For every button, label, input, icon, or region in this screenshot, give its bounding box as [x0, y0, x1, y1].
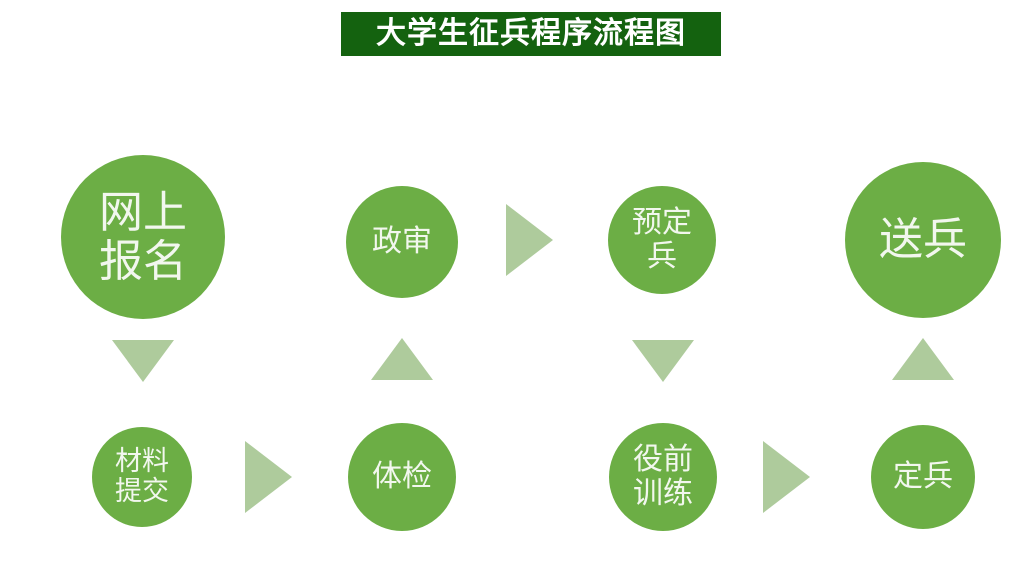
- node-soldier-selection[interactable]: 定兵: [871, 425, 975, 529]
- node-soldier-selection-label: 定兵: [893, 459, 953, 495]
- node-pre-service-training[interactable]: 役前 训练: [609, 423, 717, 531]
- node-send-off-label: 送兵: [879, 214, 967, 266]
- arrow-down-icon-registration-to-materials: [112, 340, 174, 382]
- arrow-right-icon-review-to-predesignated: [506, 204, 553, 276]
- arrow-up-icon-selection-to-sendoff: [892, 338, 954, 380]
- arrow-up-icon-exam-to-review: [371, 338, 433, 380]
- node-pre-designated-label: 预定 兵: [632, 205, 692, 274]
- page-title-banner: 大学生征兵程序流程图: [341, 12, 721, 56]
- node-political-review-label: 政审: [372, 224, 432, 260]
- node-pre-service-training-label: 役前 训练: [633, 442, 693, 511]
- node-material-submission-label: 材料 提交: [115, 445, 169, 507]
- node-send-off[interactable]: 送兵: [845, 162, 1001, 318]
- node-physical-exam[interactable]: 体检: [348, 423, 456, 531]
- arrow-right-icon-training-to-selection: [763, 441, 810, 513]
- page-title: 大学生征兵程序流程图: [376, 16, 686, 51]
- arrow-down-icon-predesignated-to-training: [632, 340, 694, 382]
- node-online-registration-label: 网上 报名: [99, 186, 187, 287]
- node-political-review[interactable]: 政审: [346, 186, 458, 298]
- node-physical-exam-label: 体检: [372, 459, 432, 495]
- node-pre-designated[interactable]: 预定 兵: [608, 186, 716, 294]
- node-material-submission[interactable]: 材料 提交: [92, 427, 192, 527]
- arrow-right-icon-materials-to-exam: [245, 441, 292, 513]
- node-online-registration[interactable]: 网上 报名: [61, 155, 225, 319]
